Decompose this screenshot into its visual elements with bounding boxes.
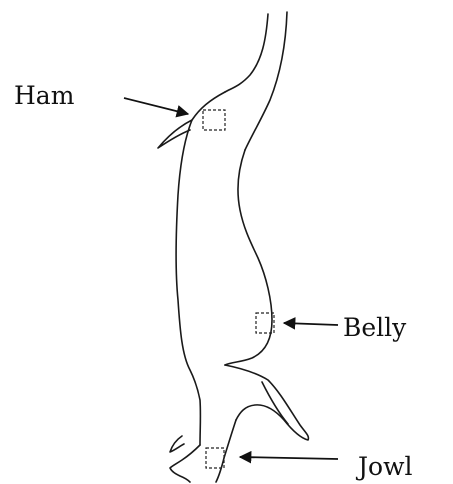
jowl-arrow xyxy=(240,457,338,459)
head-outline xyxy=(216,420,236,482)
hind-leg-outline xyxy=(225,14,268,92)
carcass-back-outline xyxy=(176,92,225,445)
jowl-sample-box xyxy=(206,448,224,468)
belly-label: Belly xyxy=(343,315,406,340)
belly-arrow xyxy=(284,323,338,325)
ear-outline xyxy=(170,436,184,452)
jowl-label: Jowl xyxy=(358,454,412,479)
ham-label: Ham xyxy=(14,83,74,108)
ham-arrow xyxy=(124,98,188,114)
ham-sample-box xyxy=(203,110,225,130)
foreleg-outline xyxy=(225,365,308,440)
